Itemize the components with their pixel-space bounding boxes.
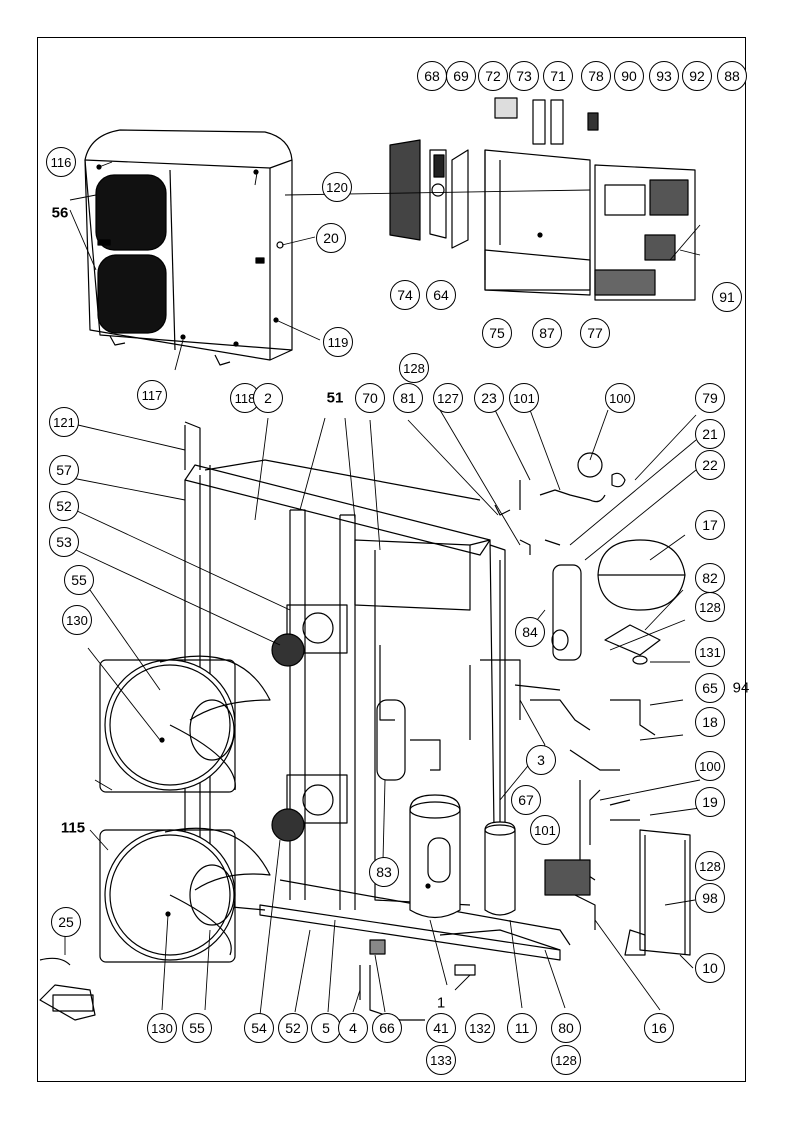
small-top-pipes — [494, 452, 626, 555]
valve — [39, 957, 96, 1021]
fan-motor-brackets — [271, 604, 348, 842]
electrical-parts — [389, 97, 696, 301]
leader-lines — [64, 161, 701, 1016]
separator-tank — [551, 564, 582, 661]
pump-and-plate-exchanger — [544, 799, 691, 956]
bottom-pipe-parts — [359, 939, 476, 1021]
drawing-frame — [37, 37, 746, 1082]
compressor — [409, 794, 516, 919]
fans — [99, 655, 271, 963]
bracket — [604, 624, 661, 665]
outdoor-unit-assembled — [84, 129, 293, 366]
expansion-vessel — [597, 539, 686, 611]
